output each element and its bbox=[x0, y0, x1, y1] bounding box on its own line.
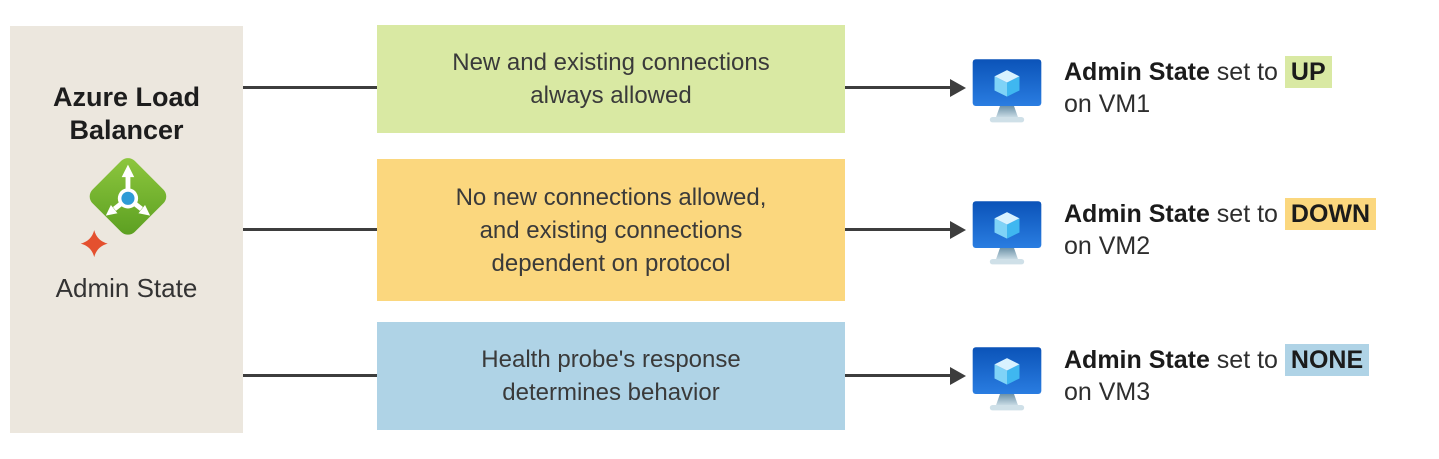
azure-load-balancer-icon bbox=[80, 158, 166, 258]
status-badge-up: UP bbox=[1284, 56, 1332, 88]
caption-set-to: set to bbox=[1209, 346, 1285, 374]
virtual-machine-icon bbox=[972, 201, 1042, 265]
flow-box-up: New and existing connections always allo… bbox=[377, 25, 845, 133]
azure-load-balancer-panel: Azure Load Balancer Admin State bbox=[10, 26, 243, 433]
sparkle-icon bbox=[80, 230, 108, 258]
vm-caption-line1: Admin State set to NONE bbox=[1064, 344, 1370, 376]
caption-set-to: set to bbox=[1209, 200, 1285, 228]
vm-caption: Admin State set to UP on VM1 bbox=[1064, 56, 1332, 120]
virtual-machine-icon bbox=[972, 347, 1042, 411]
caption-set-to: set to bbox=[1209, 58, 1285, 86]
vm-caption-line2: on VM2 bbox=[1064, 232, 1151, 260]
status-badge-none: NONE bbox=[1284, 344, 1370, 376]
vm-caption-line1: Admin State set to UP bbox=[1064, 56, 1332, 88]
caption-admin-state: Admin State bbox=[1064, 200, 1210, 228]
connector-line bbox=[845, 228, 951, 231]
flow-box-down: No new connections allowed, and existing… bbox=[377, 159, 845, 301]
vm-caption: Admin State set to DOWN on VM2 bbox=[1064, 198, 1377, 262]
admin-state-label: Admin State bbox=[55, 273, 198, 303]
virtual-machine-icon bbox=[972, 59, 1042, 123]
arrowhead-icon bbox=[950, 79, 966, 97]
connector-line bbox=[243, 86, 377, 89]
connector-line bbox=[243, 228, 377, 231]
caption-admin-state: Admin State bbox=[1064, 58, 1210, 86]
panel-title: Azure Load Balancer bbox=[52, 82, 200, 145]
vm-caption-line2: on VM1 bbox=[1064, 90, 1151, 118]
flow-box-none: Health probe's response determines behav… bbox=[377, 322, 845, 430]
arrowhead-icon bbox=[950, 367, 966, 385]
arrowhead-icon bbox=[950, 221, 966, 239]
vm-caption-line1: Admin State set to DOWN bbox=[1064, 198, 1377, 230]
caption-admin-state: Admin State bbox=[1064, 346, 1210, 374]
status-badge-down: DOWN bbox=[1284, 198, 1377, 230]
vm-caption-line2: on VM3 bbox=[1064, 378, 1151, 406]
connector-line bbox=[845, 86, 951, 89]
vm-caption: Admin State set to NONE on VM3 bbox=[1064, 344, 1370, 408]
connector-line bbox=[845, 374, 951, 377]
connector-line bbox=[243, 374, 377, 377]
